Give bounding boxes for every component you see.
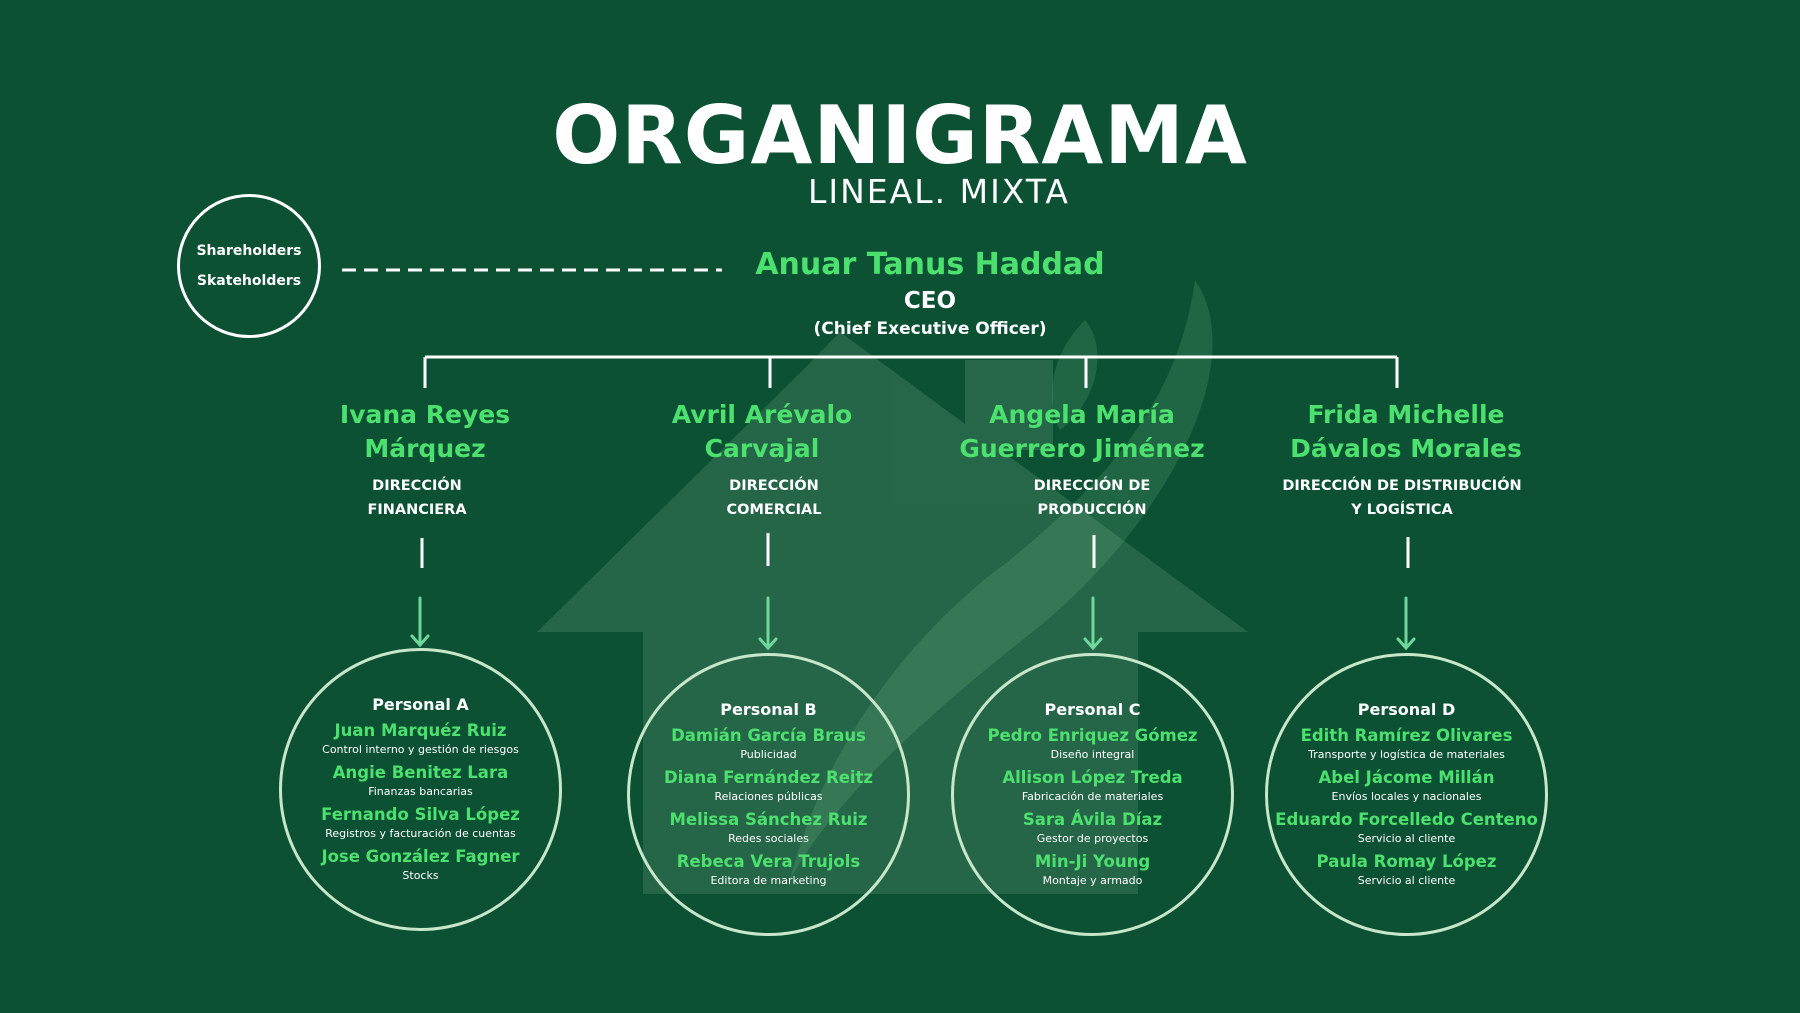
team-member: Abel Jácome Millán Envíos locales y naci…	[1319, 767, 1495, 805]
member-name: Juan Marquéz Ruiz	[334, 721, 507, 740]
team-member: Diana Fernández Reitz Relaciones pública…	[664, 767, 873, 805]
director-title: DIRECCIÓN COMERCIAL	[726, 478, 822, 518]
stakeholders-label: Skateholders	[196, 273, 302, 289]
member-role: Publicidad	[740, 748, 797, 761]
team-member: Melissa Sánchez Ruiz Redes sociales	[670, 809, 868, 847]
team-member: Jose González Fagner Stocks	[321, 846, 519, 884]
member-name: Paula Romay López	[1316, 852, 1497, 871]
team-member: Angie Benitez Lara Finanzas bancarias	[333, 762, 508, 800]
member-name: Jose González Fagner	[321, 847, 520, 866]
member-role: Envíos locales y nacionales	[1331, 790, 1482, 803]
page-subtitle: LINEAL. MIXTA	[808, 172, 1070, 211]
director-title: DIRECCIÓN DE PRODUCCIÓN	[1033, 478, 1151, 518]
member-role: Montaje y armado	[1042, 874, 1143, 887]
director-name: Ivana Reyes Márquez	[339, 400, 511, 463]
ceo-role-full: (Chief Executive Officer)	[813, 319, 1047, 339]
shareholders-label: Shareholders	[196, 243, 302, 259]
member-name: Allison López Treda	[1002, 768, 1183, 787]
director-title: DIRECCIÓN DE DISTRIBUCIÓN Y LOGÍSTICA	[1282, 478, 1522, 518]
team-circle-c: Personal C Pedro Enriquez Gómez Diseño i…	[951, 653, 1234, 936]
team-member: Allison López Treda Fabricación de mater…	[1002, 767, 1182, 805]
member-name: Pedro Enriquez Gómez	[987, 726, 1198, 745]
ceo-name: Anuar Tanus Haddad	[755, 247, 1105, 282]
member-role: Servicio al cliente	[1357, 874, 1456, 887]
member-role: Relaciones públicas	[714, 790, 823, 803]
member-role: Fabricación de materiales	[1021, 790, 1164, 803]
ceo-connector	[423, 355, 1399, 388]
member-role: Diseño integral	[1050, 748, 1135, 761]
director-name: Frida Michelle Dávalos Morales	[1290, 400, 1522, 463]
member-role: Servicio al cliente	[1357, 832, 1456, 845]
member-name: Fernando Silva López	[321, 805, 520, 824]
team-member: Eduardo Forcelledo Centeno Servicio al c…	[1275, 809, 1538, 847]
member-name: Melissa Sánchez Ruiz	[669, 810, 868, 829]
team-label: Personal A	[372, 695, 469, 714]
member-name: Eduardo Forcelledo Centeno	[1275, 810, 1538, 829]
member-role: Finanzas bancarias	[368, 785, 473, 798]
member-name: Angie Benitez Lara	[332, 763, 509, 782]
member-role: Gestor de proyectos	[1036, 832, 1149, 845]
member-name: Damián García Braus	[671, 726, 866, 745]
stakeholders-circle: Shareholders Skateholders	[177, 194, 321, 338]
team-label: Personal C	[1044, 700, 1141, 719]
director-stubs	[420, 533, 1410, 568]
team-member: Min-Ji Young Montaje y armado	[1035, 851, 1150, 889]
director-name: Angela María Guerrero Jiménez	[959, 400, 1205, 463]
member-name: Sara Ávila Díaz	[1022, 810, 1163, 829]
director-title: DIRECCIÓN FINANCIERA	[367, 478, 467, 518]
team-label: Personal D	[1357, 700, 1456, 719]
member-role: Control interno y gestión de riesgos	[322, 743, 519, 756]
member-name: Diana Fernández Reitz	[663, 768, 874, 787]
member-role: Registros y facturación de cuentas	[325, 827, 516, 840]
member-role: Stocks	[402, 869, 439, 882]
leaf-watermark-icon	[790, 280, 1213, 880]
team-circle-b: Personal B Damián García Braus Publicida…	[627, 653, 910, 936]
member-role: Redes sociales	[728, 832, 809, 845]
team-label: Personal B	[720, 700, 817, 719]
team-circle-d: Personal D Edith Ramírez Olivares Transp…	[1265, 653, 1548, 936]
team-member: Juan Marquéz Ruiz Control interno y gest…	[322, 720, 519, 758]
member-role: Transporte y logística de materiales	[1308, 748, 1505, 761]
team-member: Pedro Enriquez Gómez Diseño integral	[987, 725, 1197, 763]
team-member: Sara Ávila Díaz Gestor de proyectos	[1023, 809, 1162, 847]
team-member: Damián García Braus Publicidad	[671, 725, 866, 763]
team-arrows	[410, 596, 1416, 651]
director-name: Avril Arévalo Carvajal	[671, 400, 853, 463]
member-role: Editora de marketing	[710, 874, 827, 887]
member-name: Edith Ramírez Olivares	[1300, 726, 1513, 745]
member-name: Min-Ji Young	[1034, 852, 1151, 871]
team-member: Fernando Silva López Registros y factura…	[321, 804, 520, 842]
team-member: Paula Romay López Servicio al cliente	[1317, 851, 1497, 889]
ceo-role: CEO	[903, 288, 957, 314]
member-name: Rebeca Vera Trujols	[676, 852, 861, 871]
team-member: Edith Ramírez Olivares Transporte y logí…	[1301, 725, 1513, 763]
team-circle-a: Personal A Juan Marquéz Ruiz Control int…	[279, 648, 562, 931]
team-member: Rebeca Vera Trujols Editora de marketing	[677, 851, 860, 889]
page-title: ORGANIGRAMA	[552, 89, 1248, 182]
member-name: Abel Jácome Millán	[1318, 768, 1495, 787]
